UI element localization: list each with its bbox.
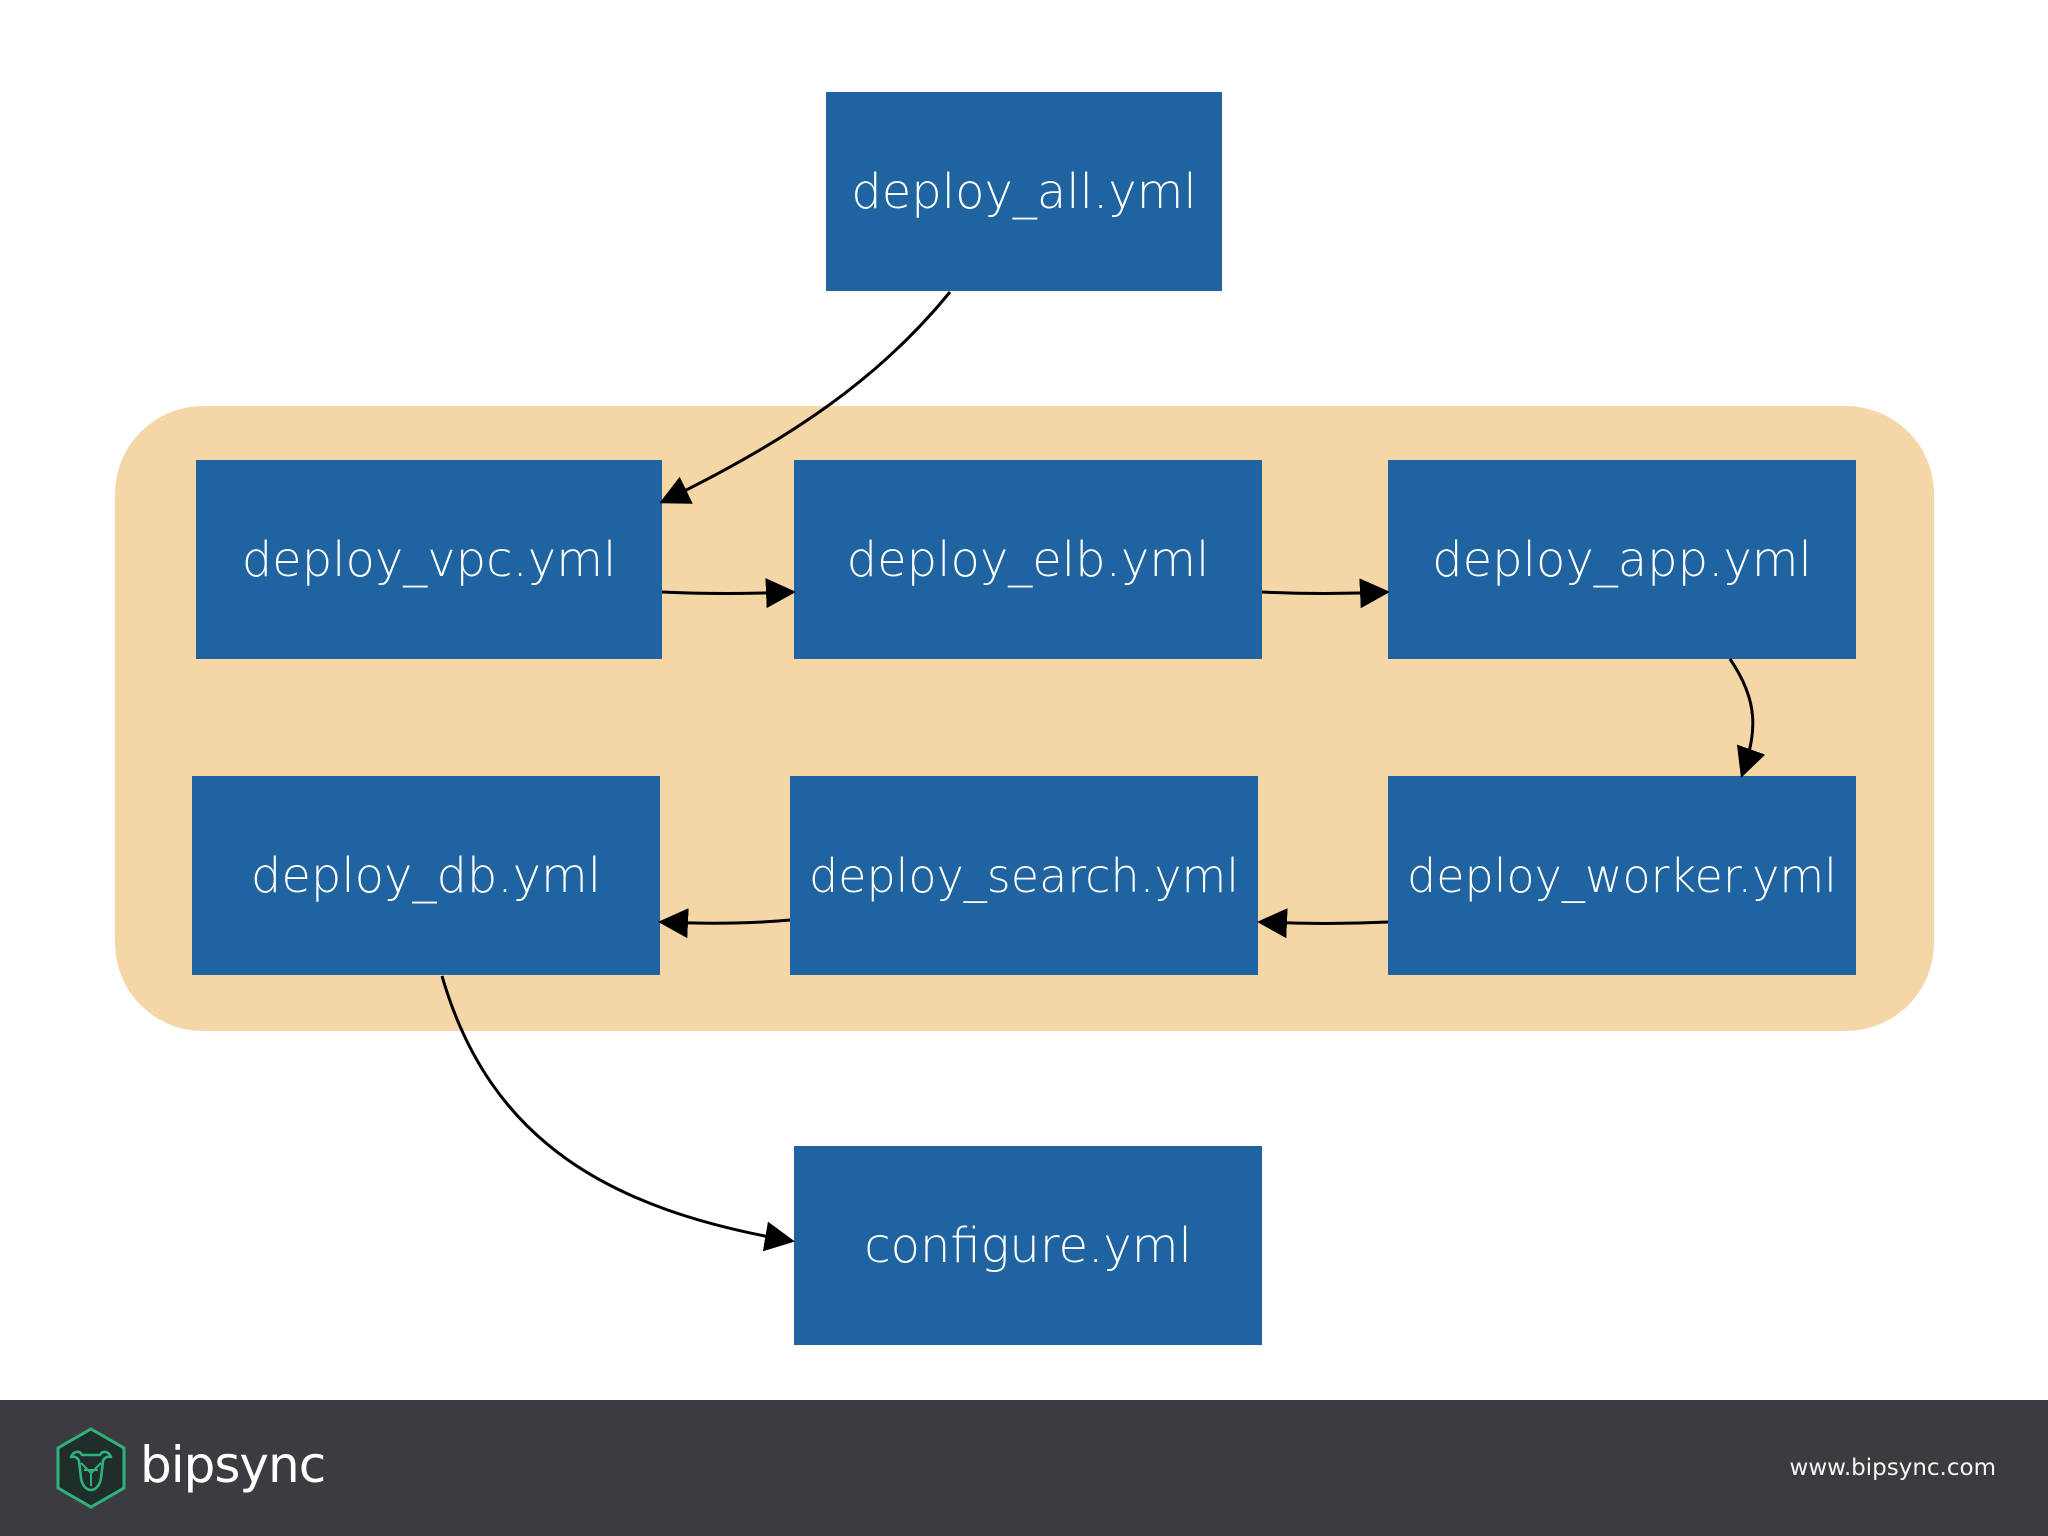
node-label: deploy_app.yml [1432, 531, 1812, 588]
node-deploy-elb: deploy_elb.yml [794, 460, 1262, 659]
node-label: deploy_worker.yml [1407, 848, 1837, 903]
node-label: deploy_vpc.yml [241, 531, 617, 588]
node-deploy-vpc: deploy_vpc.yml [196, 460, 662, 659]
node-deploy-worker: deploy_worker.yml [1388, 776, 1856, 975]
footer-bar: bipsync www.bipsync.com [0, 1400, 2048, 1536]
node-label: deploy_elb.yml [846, 531, 1210, 588]
node-deploy-app: deploy_app.yml [1388, 460, 1856, 659]
brand-name: bipsync [140, 1436, 326, 1494]
website-url[interactable]: www.bipsync.com [1789, 1455, 1996, 1481]
node-configure: configure.yml [794, 1146, 1262, 1345]
node-deploy-all: deploy_all.yml [826, 92, 1222, 291]
node-deploy-search: deploy_search.yml [790, 776, 1258, 975]
node-label: deploy_all.yml [851, 163, 1197, 220]
node-deploy-db: deploy_db.yml [192, 776, 660, 975]
node-label: deploy_db.yml [250, 847, 602, 904]
bull-head-hexagon-icon [56, 1427, 126, 1509]
node-label: deploy_search.yml [808, 848, 1240, 903]
node-label: configure.yml [864, 1217, 1192, 1274]
